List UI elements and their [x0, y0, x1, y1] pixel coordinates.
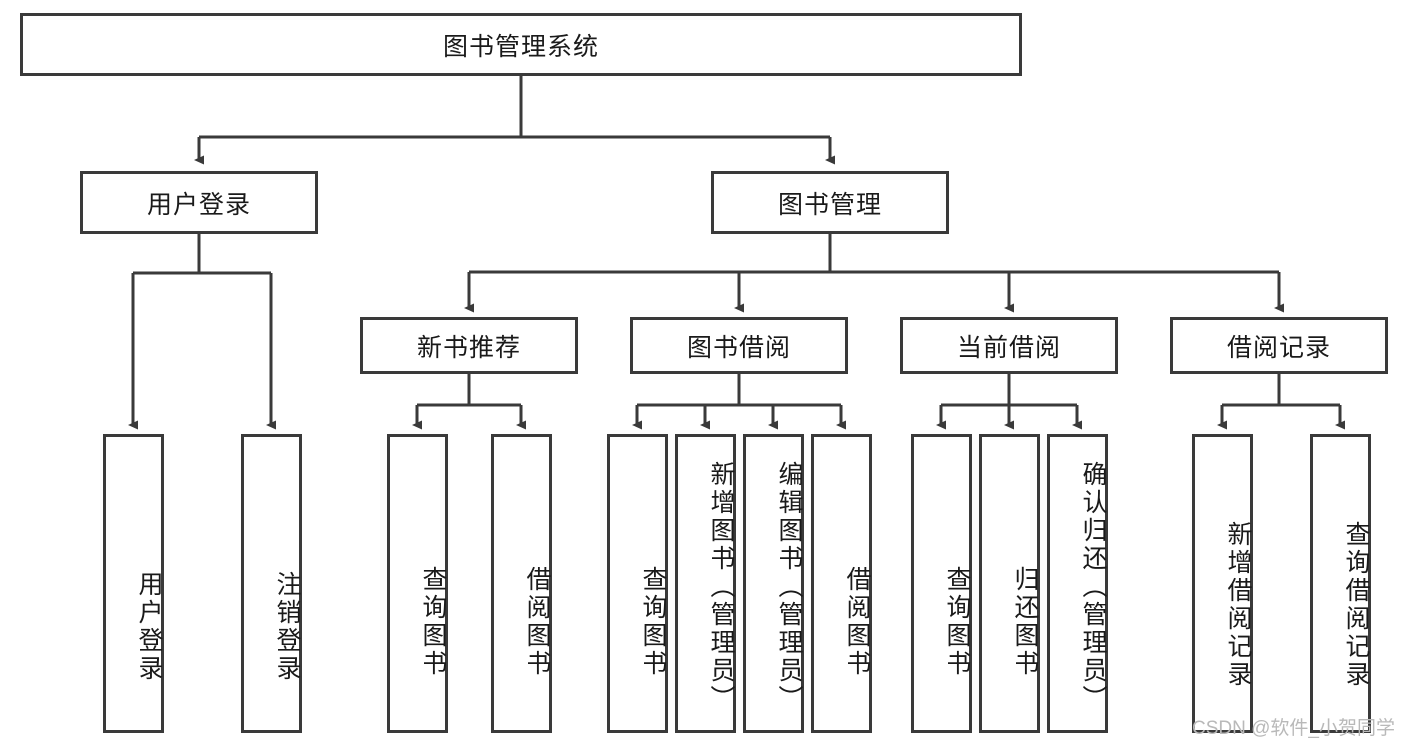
- leaf-borrow-book-recommend[interactable]: 借阅图书: [491, 434, 552, 733]
- leaf-query-book-current[interactable]: 查询图书: [911, 434, 972, 733]
- watermark-credit: CSDN @软件_小贺同学: [1192, 718, 1395, 739]
- leaf-add-book-admin[interactable]: 新增图书（管理员）: [675, 434, 736, 733]
- leaf-add-borrow-record[interactable]: 新增借阅记录: [1192, 434, 1253, 733]
- leaf-query-borrow-record[interactable]: 查询借阅记录: [1310, 434, 1371, 733]
- leaf-query-book-borrow[interactable]: 查询图书: [607, 434, 668, 733]
- leaf-user-login[interactable]: 用户登录: [103, 434, 164, 733]
- leaf-logout[interactable]: 注销登录: [241, 434, 302, 733]
- node-book-management[interactable]: 图书管理: [711, 171, 949, 234]
- leaf-borrow-book[interactable]: 借阅图书: [811, 434, 872, 733]
- node-borrow-record[interactable]: 借阅记录: [1170, 317, 1388, 374]
- node-root-book-management-system[interactable]: 图书管理系统: [20, 13, 1022, 76]
- leaf-confirm-return-admin[interactable]: 确认归还（管理员）: [1047, 434, 1108, 733]
- leaf-edit-book-admin[interactable]: 编辑图书（管理员）: [743, 434, 804, 733]
- node-new-book-recommend[interactable]: 新书推荐: [360, 317, 578, 374]
- leaf-query-book-recommend[interactable]: 查询图书: [387, 434, 448, 733]
- leaf-return-book[interactable]: 归还图书: [979, 434, 1040, 733]
- node-book-borrow[interactable]: 图书借阅: [630, 317, 848, 374]
- node-user-login[interactable]: 用户登录: [80, 171, 318, 234]
- node-current-borrow[interactable]: 当前借阅: [900, 317, 1118, 374]
